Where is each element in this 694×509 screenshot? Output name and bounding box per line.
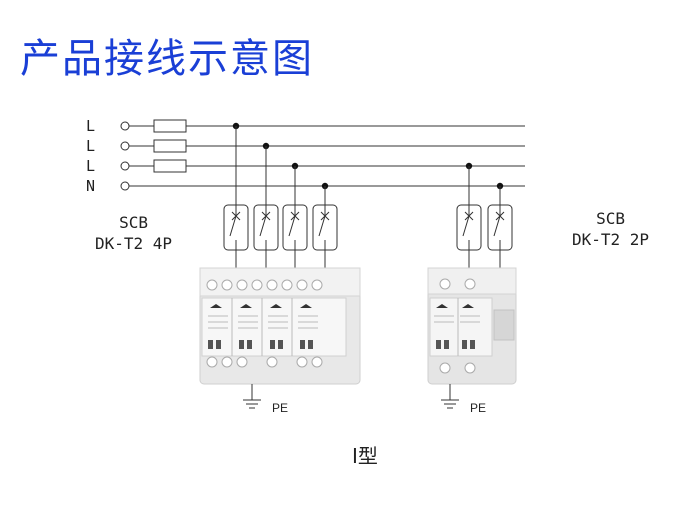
right-device-label: SCB DK-T2 2P — [572, 208, 649, 250]
type-caption: Ⅰ型 — [352, 444, 378, 468]
line-label-l2: L — [86, 137, 96, 155]
fuse-l1 — [153, 119, 187, 133]
right-ground-label: PE — [470, 401, 487, 415]
left-spd-device — [199, 267, 361, 385]
right-device-brand: SCB — [596, 209, 625, 228]
right-switches — [456, 166, 513, 268]
left-device-model: DK-T2 4P — [95, 234, 173, 253]
right-spd-device — [427, 267, 517, 385]
page-title: 产品接线示意图 — [20, 36, 314, 82]
terminal-n — [120, 181, 130, 191]
terminal-l3 — [120, 161, 130, 171]
right-device-model: DK-T2 2P — [572, 230, 650, 249]
left-device-label: SCB DK-T2 4P — [95, 212, 172, 254]
line-label-n: N — [86, 177, 96, 195]
ground-icon — [243, 384, 261, 409]
line-label-l1: L — [86, 117, 96, 135]
left-switches — [223, 126, 338, 268]
fuse-l3 — [153, 159, 187, 173]
terminal-l2 — [120, 141, 130, 151]
fuse-l2 — [153, 139, 187, 153]
line-label-l3: L — [86, 157, 96, 175]
left-device-brand: SCB — [119, 213, 148, 232]
terminal-l1 — [120, 121, 130, 131]
junctions — [232, 122, 504, 190]
left-ground-label: PE — [272, 401, 289, 415]
supply-lines — [120, 119, 525, 191]
ground-icon — [441, 384, 459, 409]
